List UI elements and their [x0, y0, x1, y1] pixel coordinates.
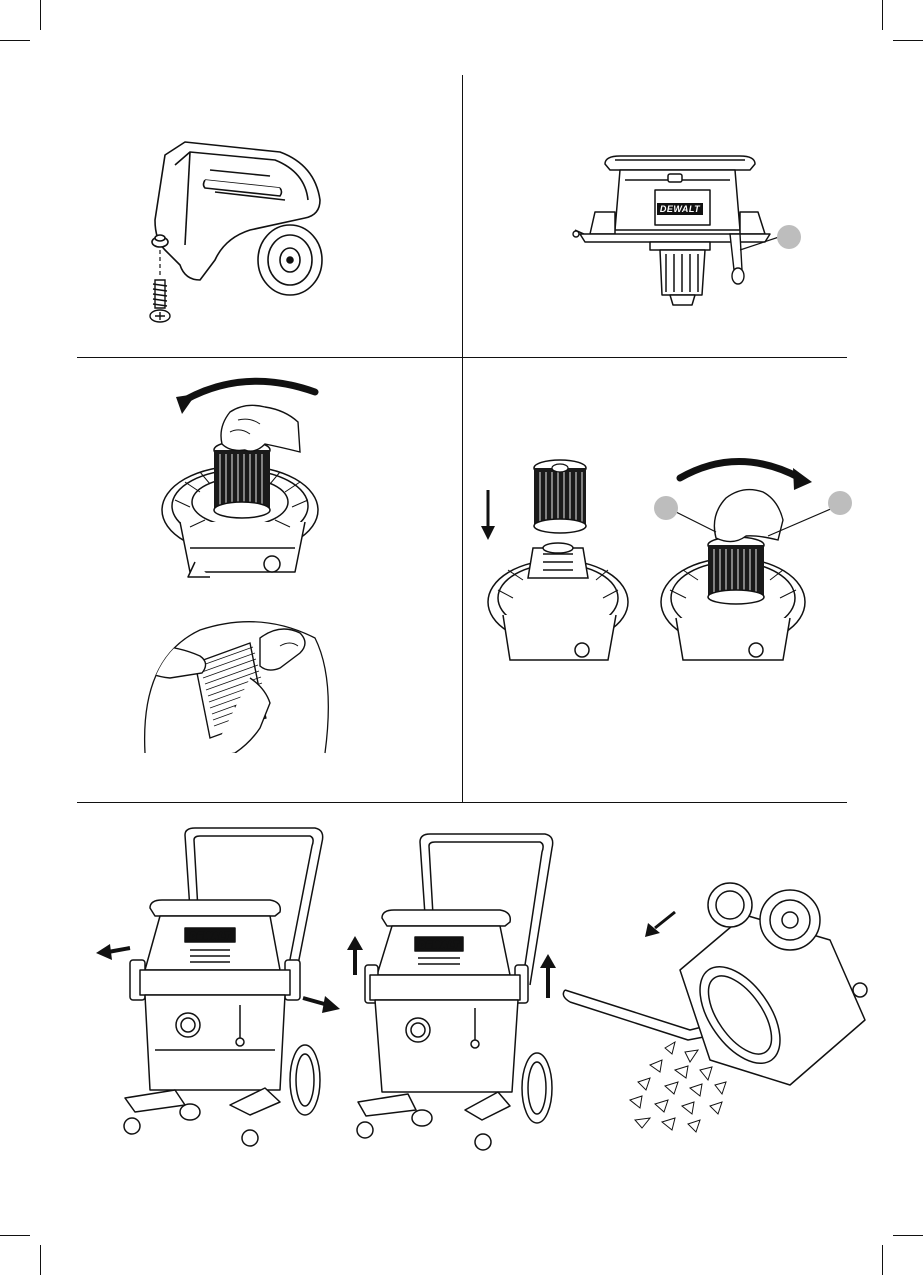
crop-mark-top-left-v [40, 0, 41, 30]
rotate-cw-icon [478, 450, 858, 680]
figure-powerhead-latch: DEWALT [570, 150, 810, 315]
crop-mark-bottom-right-h [893, 1235, 923, 1236]
horizontal-divider-upper [77, 357, 847, 358]
crop-mark-bottom-left-h [0, 1235, 30, 1236]
crop-mark-top-right-v [882, 0, 883, 30]
arrow-diagonal [655, 912, 675, 928]
brand-logo-vac1: DEWALT [190, 931, 231, 941]
loose-filter-cartridge [534, 468, 586, 526]
arrow-left [108, 948, 130, 952]
vac-unit-release: DEWALT [124, 828, 323, 1146]
figure-filter-remove [160, 372, 330, 587]
crop-mark-bottom-right-v [882, 1245, 883, 1275]
callout-circle-b [654, 496, 678, 520]
vertical-divider [462, 75, 463, 802]
brand-logo-powerhead: DEWALT [660, 204, 701, 214]
callout-circle-c [828, 491, 852, 515]
caster-assembly-icon [130, 130, 340, 340]
crop-mark-top-right-h [893, 40, 923, 41]
crop-mark-bottom-left-v [40, 1245, 41, 1275]
figure-caster-screw [130, 130, 340, 340]
powerhead-icon: DEWALT [570, 150, 810, 315]
brand-logo-vac2: DEWALT [419, 940, 460, 950]
vac-unit-lift: DEWALT [357, 834, 553, 1150]
figure-filter-clean [140, 618, 335, 758]
arrow-rotate-ccw [185, 381, 315, 400]
vac-drum-tilted [563, 883, 867, 1085]
filter-tap-icon [140, 618, 335, 758]
callout-circle-a [777, 225, 801, 249]
figure-filter-install [478, 450, 858, 680]
rotate-ccw-icon [160, 372, 330, 587]
vacuum-drum-icon: DEWALT [90, 820, 890, 1160]
crop-mark-top-left-h [0, 40, 30, 41]
horizontal-divider-lower [77, 802, 847, 803]
arrow-rotate-cw [680, 462, 800, 479]
figure-vac-empty: DEWALT [90, 820, 890, 1160]
